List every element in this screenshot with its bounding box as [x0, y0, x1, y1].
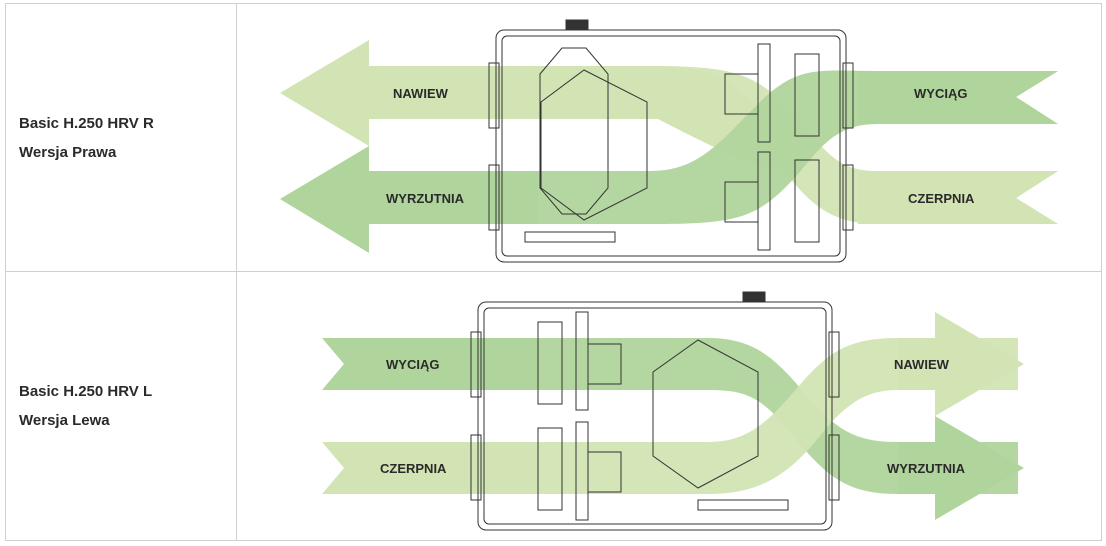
diagram-cell: NAWIEW WYRZUTNIA WYCIĄG CZERPNIA [238, 4, 1101, 271]
table-row: Basic H.250 HRV L Wersja Lewa [6, 272, 1101, 540]
hrv-right-diagram: NAWIEW WYRZUTNIA WYCIĄG CZERPNIA [280, 19, 1058, 263]
flow-band-light [518, 338, 1018, 494]
hrv-unit-drawing [470, 291, 840, 531]
model-name: Basic H.250 HRV L [19, 383, 153, 400]
model-name: Basic H.250 HRV R [19, 114, 154, 132]
flow-arrow-nawiew [280, 40, 538, 146]
flow-label-bottom-left: WYRZUTNIA [386, 191, 465, 206]
label-cell: Basic H.250 HRV L Wersja Lewa [6, 272, 237, 540]
version-name: Wersja Prawa [19, 143, 117, 161]
flow-arrow-wyciag [858, 71, 1058, 124]
flow-label-top-right: NAWIEW [894, 357, 950, 372]
flow-label-top-left: NAWIEW [393, 86, 449, 101]
flow-label-top-right: WYCIĄG [914, 86, 967, 101]
row-label: Basic H.250 HRV R Wersja Prawa [19, 109, 154, 167]
flow-band-dark [518, 338, 1018, 494]
row-label: Basic H.250 HRV L Wersja Lewa [19, 377, 152, 435]
flow-label-bottom-left: CZERPNIA [380, 461, 447, 476]
hrv-left-diagram: WYCIĄG CZERPNIA NAWIEW WYRZUTNIA [322, 291, 1024, 531]
flow-arrow-wyrzutnia [280, 146, 538, 253]
flow-arrow-nawiew [898, 312, 1024, 416]
flow-label-bottom-right: WYRZUTNIA [887, 461, 966, 476]
flow-label-bottom-right: CZERPNIA [908, 191, 975, 206]
diagram-cell: WYCIĄG CZERPNIA NAWIEW WYRZUTNIA [238, 272, 1101, 540]
hrv-unit-drawing [488, 19, 854, 263]
table-row: Basic H.250 HRV R Wersja Prawa [6, 4, 1101, 272]
flow-arrow-czerpnia [858, 171, 1058, 224]
label-cell: Basic H.250 HRV R Wersja Prawa [6, 4, 237, 271]
flow-arrow-wyrzutnia [898, 416, 1024, 520]
version-name: Wersja Lewa [19, 412, 110, 429]
configuration-table: Basic H.250 HRV R Wersja Prawa [5, 3, 1102, 541]
flow-label-top-left: WYCIĄG [386, 357, 439, 372]
